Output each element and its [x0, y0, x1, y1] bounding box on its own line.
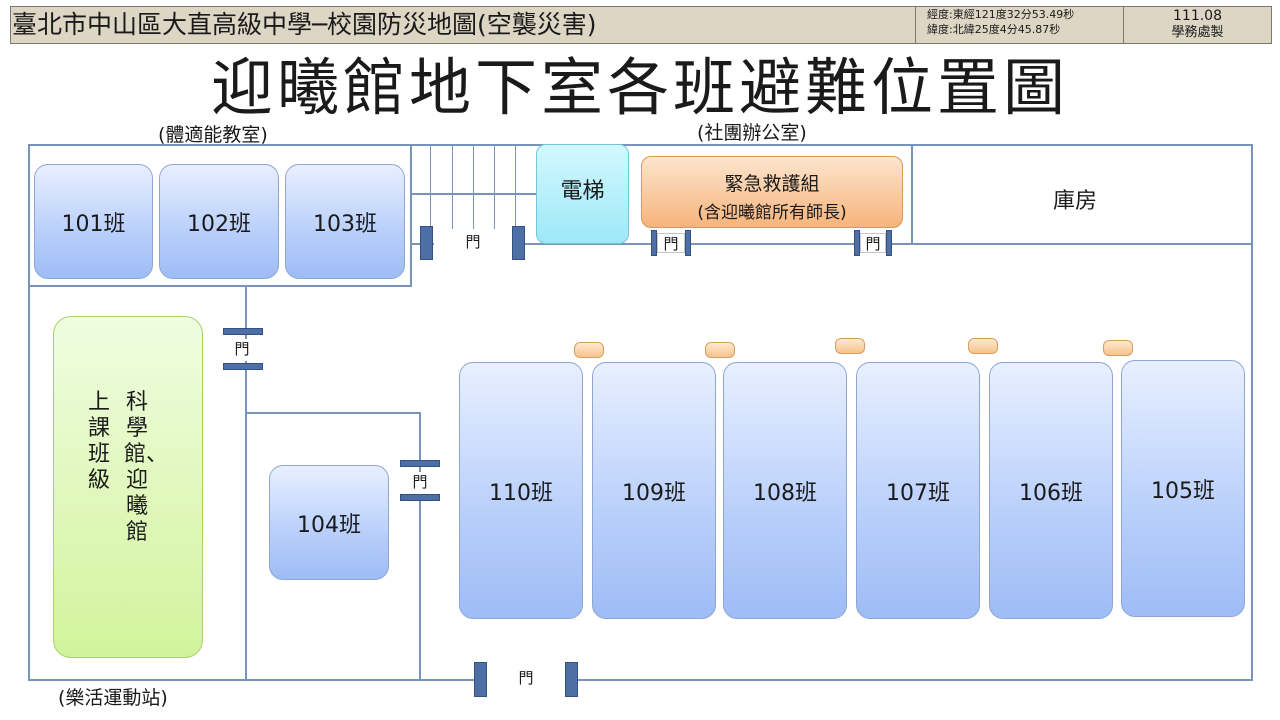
- door-post: [512, 226, 525, 260]
- door-label: 門: [657, 233, 685, 253]
- door-label: 門: [487, 668, 565, 692]
- door-post: [420, 226, 433, 260]
- club-office-note: (社團辦公室): [697, 122, 807, 144]
- fitness-room-note: (體適能教室): [158, 124, 268, 146]
- emergency-title: 緊急救護組: [724, 173, 820, 195]
- fitness-room-wall-right: [410, 144, 412, 286]
- room-102-label: 102班: [187, 211, 251, 237]
- club-office-wall: [412, 193, 537, 195]
- marker-tab: [705, 342, 735, 358]
- door-label: 門: [860, 233, 886, 253]
- fitness-room-wall-bottom: [28, 285, 412, 287]
- science-hall-label: 科學館、迎曦館: [124, 390, 169, 545]
- door-post: [651, 230, 657, 256]
- room-105-label: 105班: [1151, 478, 1215, 504]
- room-103: 103班: [285, 164, 405, 279]
- door-post: [223, 328, 263, 335]
- marker-tab: [835, 338, 865, 354]
- marker-tab: [968, 338, 998, 354]
- door-post: [565, 662, 578, 697]
- elevator-label: 電梯: [560, 179, 605, 204]
- science-hall-area: [53, 316, 203, 658]
- room-107-label: 107班: [886, 480, 950, 506]
- left-corridor-wall: [245, 287, 247, 680]
- longitude-text: 經度:東經121度32分53.49秒: [927, 8, 1075, 21]
- header-bar: [10, 6, 1272, 44]
- room-104-label: 104班: [297, 512, 361, 538]
- room-109: 109班: [592, 362, 716, 619]
- date-text: 111.08: [1173, 8, 1222, 24]
- room-110-label: 110班: [489, 480, 553, 506]
- coordinate-cell: [915, 6, 1123, 44]
- elevator: 電梯: [536, 144, 629, 244]
- latitude-text: 緯度:北緯25度4分45.87秒: [927, 23, 1061, 36]
- line-5: [515, 144, 516, 229]
- corridor-wall-top: [412, 243, 1252, 245]
- room-101-label: 101班: [61, 211, 126, 237]
- inner-wall-horizontal: [245, 412, 421, 414]
- room-107: 107班: [856, 362, 980, 619]
- line-2: [452, 144, 453, 229]
- room-105: 105班: [1121, 360, 1245, 617]
- class-in-session-label: 上課班級: [87, 390, 110, 493]
- marker-tab: [574, 342, 604, 358]
- emergency-subtitle: (含迎曦館所有師長): [697, 203, 847, 223]
- room-102: 102班: [159, 164, 279, 279]
- room-109-label: 109班: [622, 480, 686, 506]
- date-cell: [1123, 6, 1272, 44]
- door-label: 門: [434, 232, 512, 256]
- door-post: [854, 230, 860, 256]
- maker-text: 學務處製: [1171, 25, 1224, 40]
- room-108: 108班: [723, 362, 847, 619]
- room-103-label: 103班: [313, 211, 377, 237]
- outer-wall-bottom: [28, 679, 1253, 681]
- marker-tab: [1103, 340, 1133, 356]
- main-title: 迎曦館地下室各班避難位置圖: [210, 51, 1069, 124]
- line-4: [494, 144, 495, 229]
- header-title: 臺北市中山區大直高級中學─校園防災地圖(空襲災害): [12, 10, 597, 39]
- room-106-label: 106班: [1019, 480, 1083, 506]
- door-post: [400, 460, 440, 467]
- outer-wall-right: [1251, 144, 1253, 681]
- room-106: 106班: [989, 362, 1113, 619]
- outer-wall-top: [28, 144, 1253, 146]
- door-label: 門: [228, 339, 256, 361]
- storage-label: 庫房: [1053, 189, 1098, 214]
- door-label: 門: [406, 472, 434, 494]
- door-post: [223, 363, 263, 370]
- line-3: [473, 144, 474, 229]
- door-post: [886, 230, 892, 256]
- room-110: 110班: [459, 362, 583, 619]
- line-1: [430, 144, 431, 229]
- emergency-team-box: 緊急救護組 (含迎曦館所有師長): [641, 156, 903, 228]
- door-post: [474, 662, 487, 697]
- sports-station-note: (樂活運動站): [58, 687, 168, 709]
- door-post: [685, 230, 691, 256]
- door-post: [400, 494, 440, 501]
- room-104: 104班: [269, 465, 389, 580]
- room-101: 101班: [34, 164, 153, 279]
- storage-wall-left: [911, 144, 913, 244]
- outer-wall-left: [28, 144, 30, 681]
- room-108-label: 108班: [753, 480, 817, 506]
- inner-wall-vertical: [419, 412, 421, 680]
